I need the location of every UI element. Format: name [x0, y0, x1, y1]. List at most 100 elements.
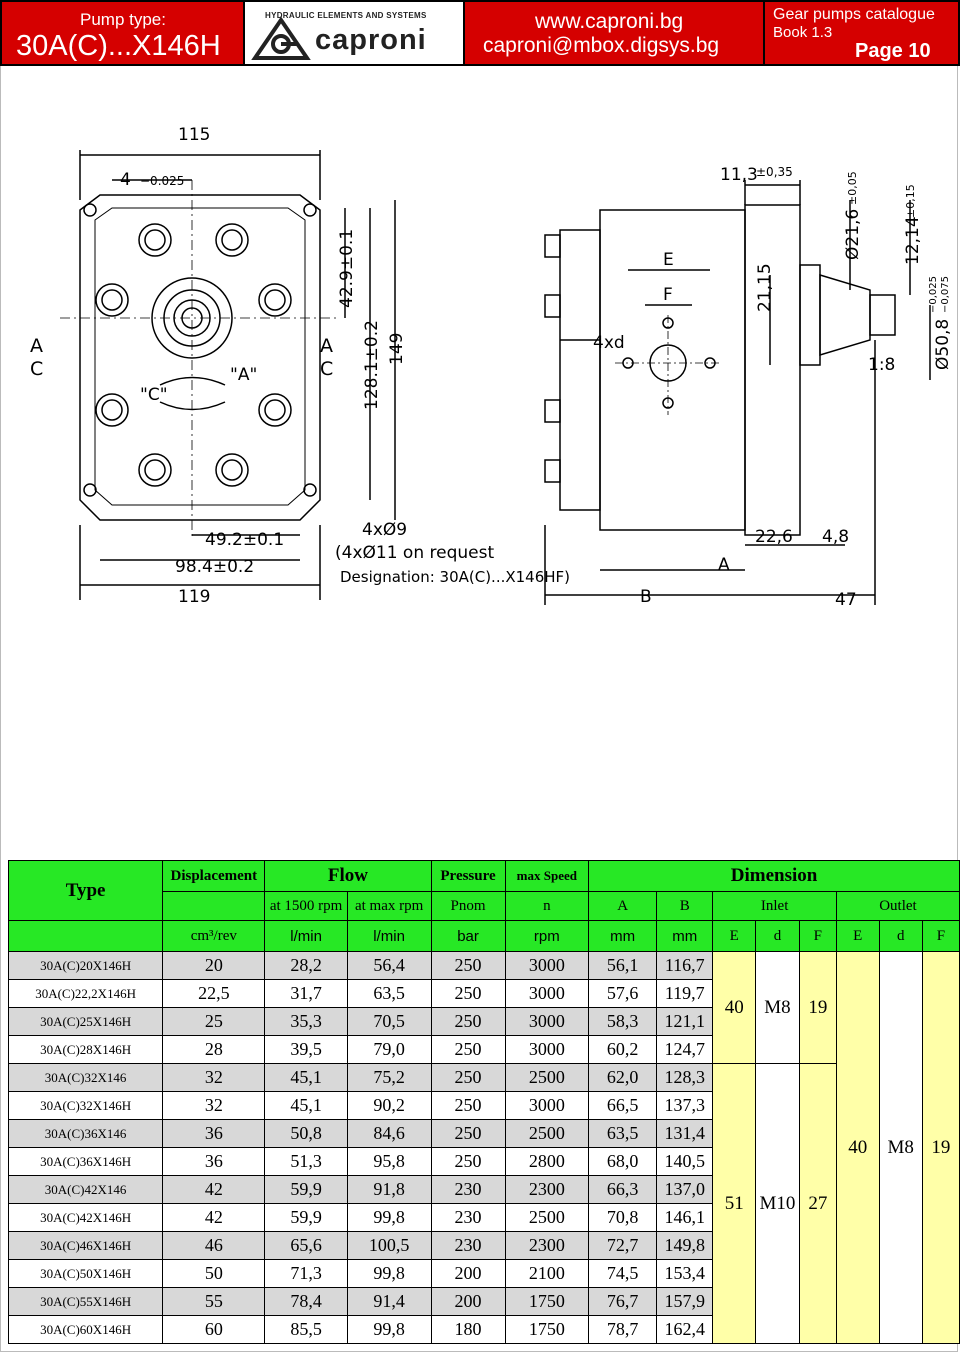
cell-disp: 22,5 [162, 979, 266, 1008]
catalogue-title: Gear pumps catalogue [773, 6, 935, 23]
dim-48: 4,8 [822, 527, 849, 547]
taper-label: 1:8 [868, 355, 895, 375]
cell-p: 230 [430, 1231, 506, 1260]
dim-226: 22,6 [755, 527, 793, 547]
cell-p: 200 [430, 1259, 506, 1288]
email-link[interactable]: caproni@mbox.digsys.bg [483, 34, 720, 57]
dim-d3: 12,14 [903, 216, 923, 265]
unit-flow-2: l/min [346, 920, 432, 952]
dim-d4-tol-dn: −0,075 [940, 276, 951, 313]
cell-n: 2500 [504, 1119, 590, 1148]
cell-a: 74,5 [588, 1259, 658, 1288]
cell-type: 30A(C)22,2X146H [7, 979, 164, 1008]
contact-box: www.caproni.bg caproni@mbox.digsys.bg [465, 0, 765, 66]
cell-type: 30A(C)42X146H [7, 1203, 164, 1232]
cell-q2: 91,4 [346, 1287, 432, 1316]
cell-p: 250 [430, 979, 506, 1008]
col-a: A [588, 891, 658, 921]
cell-type: 30A(C)32X146 [7, 1063, 164, 1092]
cell-q2: 70,5 [346, 1007, 432, 1036]
dim-top-offset: 4 [120, 170, 131, 190]
unit-flow-1: l/min [264, 920, 348, 952]
cell-a: 70,8 [588, 1203, 658, 1232]
brand-tagline: HYDRAULIC ELEMENTS AND SYSTEMS [265, 11, 427, 20]
dim-e: E [663, 250, 674, 270]
col-flow: Flow [264, 860, 432, 892]
cell-type: 30A(C)36X146H [7, 1147, 164, 1176]
cell-q2: 56,4 [346, 951, 432, 980]
cell-b: 137,3 [656, 1091, 714, 1120]
cell-q1: 45,1 [264, 1063, 348, 1092]
cell-q2: 99,8 [346, 1315, 432, 1344]
dim-f: F [663, 285, 673, 305]
inlet-d-group2: M10 [755, 1063, 800, 1344]
unit-mm-b: mm [656, 920, 714, 952]
cell-b: 146,1 [656, 1203, 714, 1232]
outlet-f: 19 [921, 951, 960, 1344]
cell-b: 157,9 [656, 1287, 714, 1316]
brand-name: caproni [315, 24, 427, 56]
inlet-e-header: E [712, 920, 757, 952]
cell-n: 3000 [504, 1007, 590, 1036]
cell-type: 30A(C)25X146H [7, 1007, 164, 1036]
cell-a: 76,7 [588, 1287, 658, 1316]
cell-p: 230 [430, 1203, 506, 1232]
dim-d2: Ø21,6 [843, 209, 863, 260]
book-label: Book 1.3 [773, 24, 833, 41]
cell-type: 30A(C)20X146H [7, 951, 164, 980]
cell-b: 137,0 [656, 1175, 714, 1204]
cell-a: 62,0 [588, 1063, 658, 1092]
col-outlet: Outlet [835, 891, 960, 921]
cell-disp: 42 [162, 1203, 266, 1232]
outlet-d: M8 [878, 951, 923, 1344]
cell-type: 30A(C)55X146H [7, 1287, 164, 1316]
dim-47: 47 [835, 590, 857, 610]
website-link[interactable]: www.caproni.bg [535, 10, 684, 33]
cell-q1: 50,8 [264, 1119, 348, 1148]
inlet-e-group2: 51 [712, 1063, 757, 1344]
dim-w1: 49.2±0.1 [205, 530, 284, 550]
col-pressure: Pressure [430, 860, 506, 892]
cell-n: 1750 [504, 1315, 590, 1344]
inlet-f-group2: 27 [798, 1063, 837, 1344]
cell-p: 250 [430, 1063, 506, 1092]
dim-a: A [718, 555, 730, 575]
dim-d4-tol-up: −0,025 [928, 276, 939, 313]
cell-p: 180 [430, 1315, 506, 1344]
unit-bar: bar [430, 920, 506, 952]
designation: Designation: 30A(C)...X146HF) [340, 568, 570, 586]
col-at-1500: at 1500 rpm [264, 891, 348, 921]
cell-n: 1750 [504, 1287, 590, 1316]
cell-b: 121,1 [656, 1007, 714, 1036]
technical-drawing: 115 4 −0.025 42.9±0.1 128.1±0.2 149 49.2… [30, 125, 953, 610]
cell-p: 250 [430, 1091, 506, 1120]
col-max-speed: max Speed [504, 860, 590, 892]
cell-q1: 31,7 [264, 979, 348, 1008]
inlet-e-group1: 40 [712, 951, 757, 1064]
outlet-e-header: E [835, 920, 880, 952]
cell-a: 66,5 [588, 1091, 658, 1120]
cell-q1: 78,4 [264, 1287, 348, 1316]
dim-h3: 149 [387, 333, 407, 365]
cell-disp: 32 [162, 1091, 266, 1120]
cell-q1: 51,3 [264, 1147, 348, 1176]
cell-b: 162,4 [656, 1315, 714, 1344]
dim-d4: Ø50,8 [933, 319, 953, 370]
cell-type: 30A(C)32X146H [7, 1091, 164, 1120]
cell-q2: 63,5 [346, 979, 432, 1008]
cell-b: 149,8 [656, 1231, 714, 1260]
cell-disp: 46 [162, 1231, 266, 1260]
cell-p: 250 [430, 1035, 506, 1064]
cell-n: 2500 [504, 1063, 590, 1092]
cell-q2: 99,8 [346, 1203, 432, 1232]
port-c-left: C [30, 358, 43, 380]
catalogue-box: Gear pumps catalogue Book 1.3 Page 10 [765, 0, 960, 66]
col-n: n [504, 891, 590, 921]
brand-logo-icon [251, 16, 311, 60]
cell-q1: 65,6 [264, 1231, 348, 1260]
